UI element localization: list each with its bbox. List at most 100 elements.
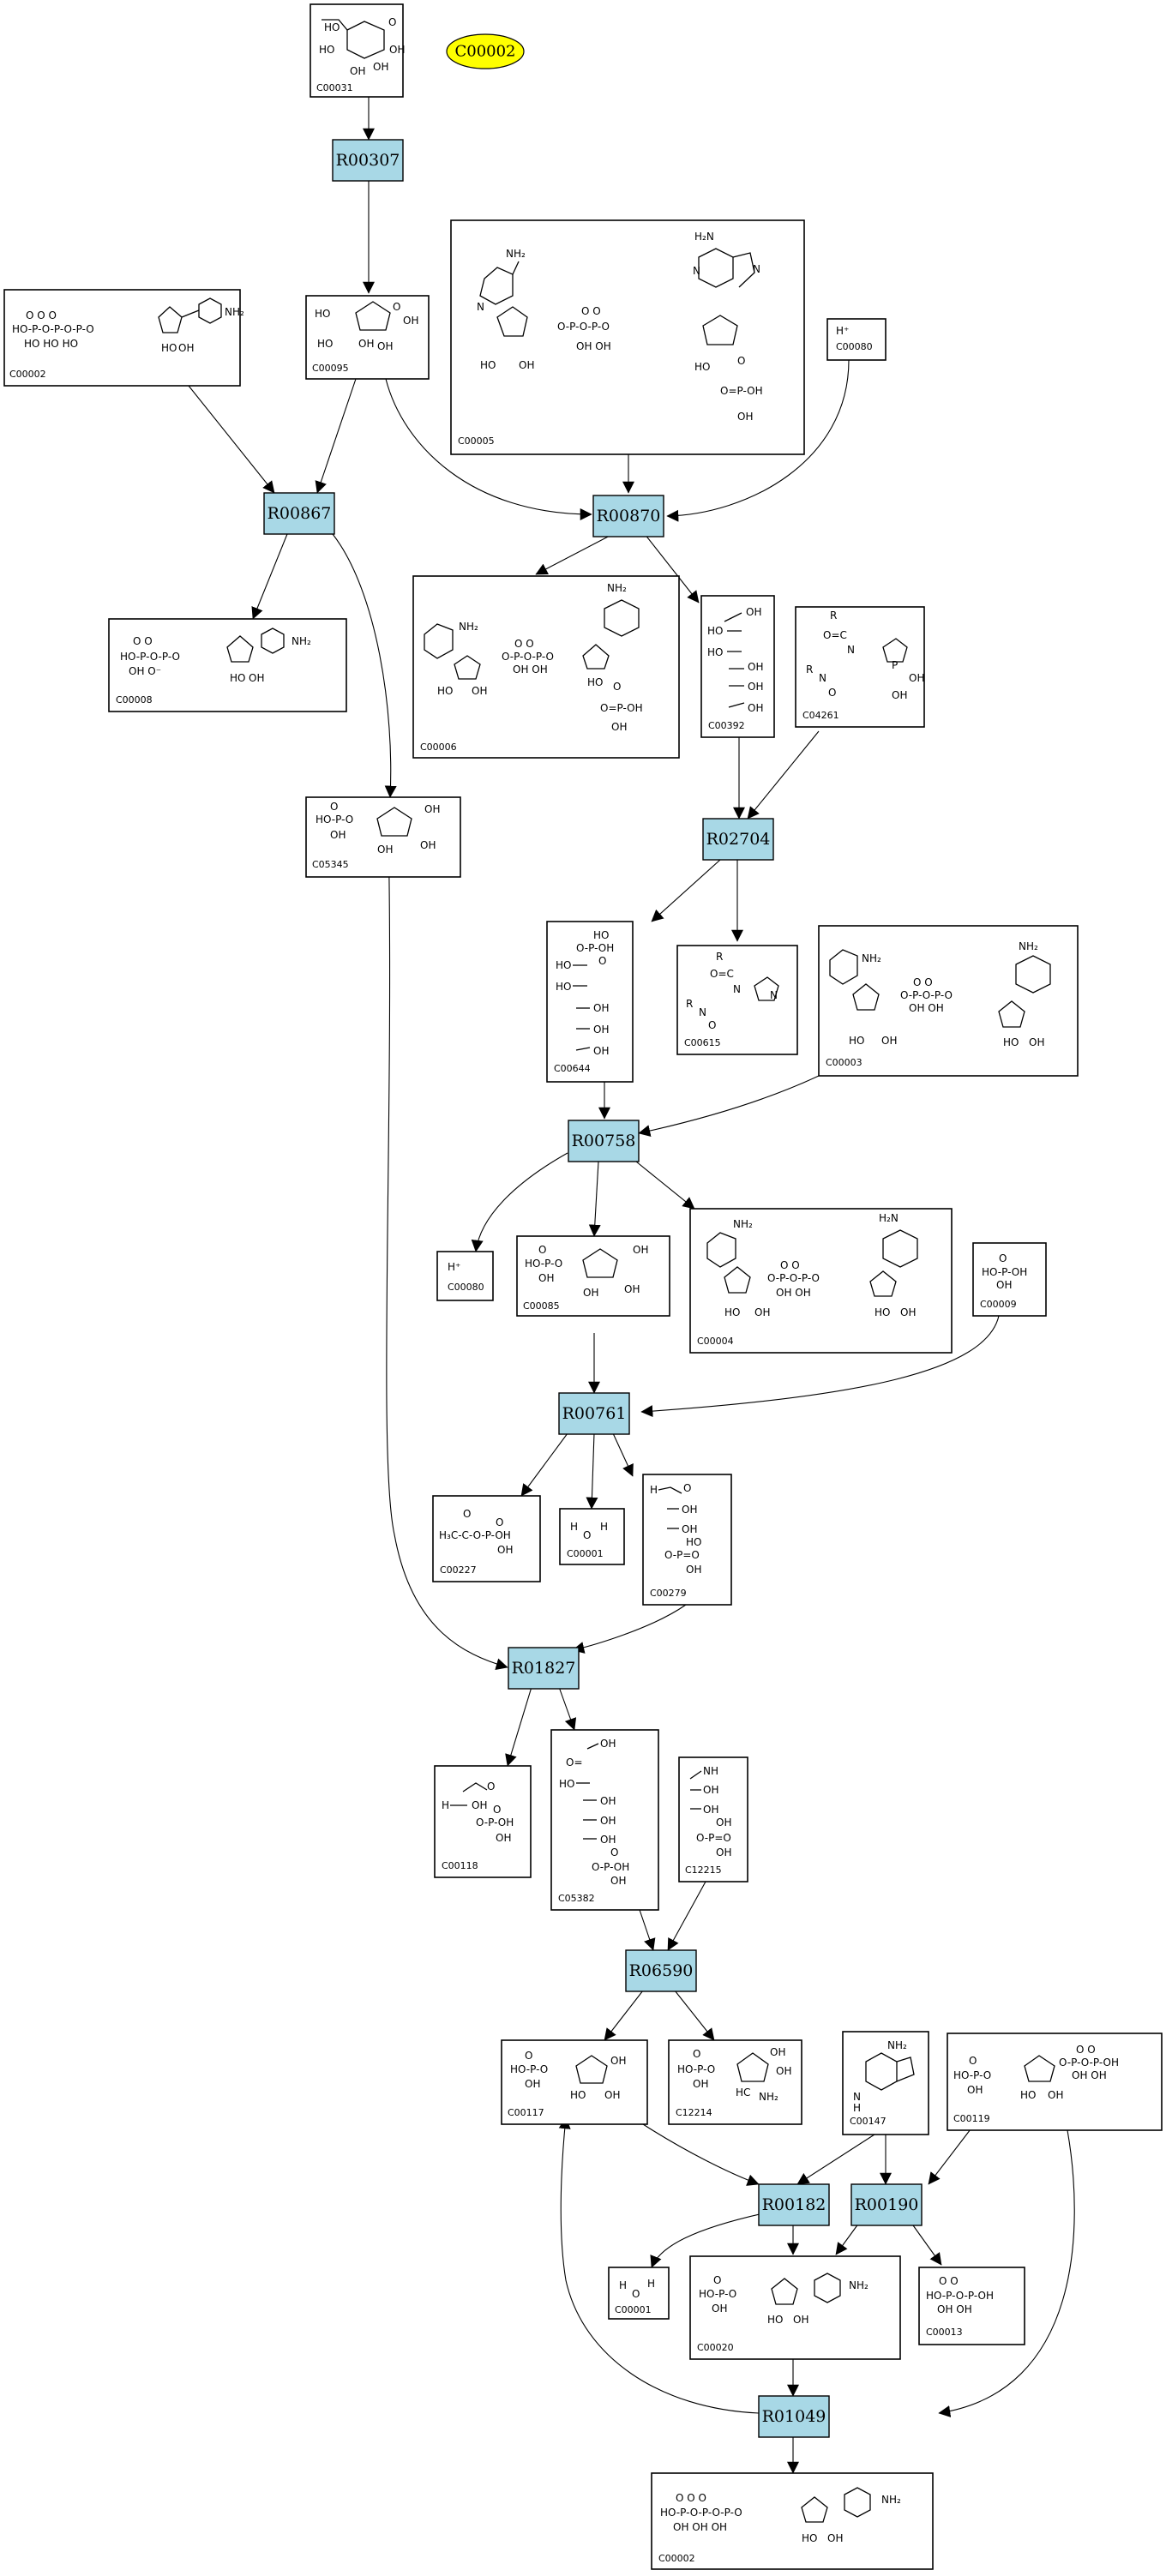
compound-id: C00020 (697, 2342, 734, 2353)
reaction-node[interactable]: R00190 (850, 2183, 923, 2226)
reaction-node[interactable]: R00867 (263, 492, 335, 535)
compound-node[interactable]: NH₂ O-P-O-P-O O O OH OH NH₂ HO OH HO O O… (412, 575, 680, 759)
reaction-node[interactable]: R00761 (558, 1392, 630, 1435)
svg-text:NH₂: NH₂ (225, 306, 244, 318)
svg-text:HO: HO (317, 338, 333, 350)
reaction-node[interactable]: R01827 (508, 1647, 580, 1690)
svg-text:OH OH: OH OH (513, 664, 548, 676)
compound-node[interactable]: HO-P-O O OH OH OH OH C00085 (516, 1235, 670, 1317)
reaction-node[interactable]: R00182 (758, 2183, 830, 2226)
svg-text:OH: OH (716, 1816, 731, 1828)
svg-text:N: N (733, 983, 741, 995)
svg-text:HO: HO (556, 981, 571, 993)
svg-text:N: N (847, 644, 855, 656)
compound-node[interactable]: NH₂ N O-P-O-P-O O O OH OH HO OH H₂N N N … (450, 219, 805, 455)
structure: NH₂ N H (853, 2039, 915, 2114)
reaction-node[interactable]: R00870 (592, 495, 664, 537)
compound-node[interactable]: H⁺ C00080 (436, 1251, 494, 1301)
svg-text:P: P (892, 659, 898, 671)
compound-node[interactable]: O HO-P-O OH OH OH HC NH₂ C12214 (668, 2039, 802, 2125)
svg-text:HO: HO (874, 1306, 890, 1318)
compound-node[interactable]: O O HO-P-O-P-OH OH OH C00013 (918, 2267, 1025, 2345)
compound-node[interactable]: HO O OH HO OH OH C00095 (305, 295, 430, 380)
compound-node[interactable]: H O OH OH HO O-P=O OH C00279 (642, 1474, 732, 1606)
edge (638, 1075, 820, 1138)
compound-node[interactable]: H O H C00001 (608, 2267, 670, 2320)
compound-node[interactable]: HO-P-O-P-O-P-O O O O HO HO HO NH₂ HO OH … (3, 289, 244, 387)
highlight-compound[interactable]: C00002 (446, 33, 525, 69)
svg-text:R00870: R00870 (597, 507, 661, 525)
svg-text:OH: OH (358, 338, 374, 350)
svg-text:R00758: R00758 (572, 1132, 636, 1150)
svg-text:HO: HO (802, 2532, 817, 2544)
svg-text:H₂N: H₂N (694, 231, 714, 243)
compound-node[interactable]: O HO-P-OH OH C00009 (972, 1242, 1047, 1317)
compound-node[interactable]: NH OH OH OH O-P=O OH C12215 (678, 1756, 748, 1882)
svg-text:HO: HO (230, 672, 245, 684)
compound-node[interactable]: H O H C00001 (559, 1508, 625, 1565)
structure: HO-P-O-P-O-P-O O O O HO HO HO NH₂ HO OH (12, 297, 244, 354)
structure: O H OH O O-P-OH OH (442, 1780, 514, 1844)
compound-node[interactable]: HO-P-O-P-O O O OH O⁻ NH₂ HO OH C00008 (108, 618, 347, 712)
svg-text:NH₂: NH₂ (887, 2039, 907, 2051)
compound-id: C00147 (850, 2116, 887, 2127)
reaction-node[interactable]: R02704 (702, 818, 774, 861)
compound-node[interactable]: H⁺ C00080 (826, 318, 887, 361)
compound-node[interactable]: HO-P-O O OH OH OH OH C05345 (305, 796, 461, 878)
compound-id: C00008 (116, 694, 153, 706)
svg-text:NH₂: NH₂ (607, 582, 627, 594)
edge (667, 1881, 706, 1951)
compound-node[interactable]: OH HO HO OH OH OH C00392 (700, 595, 775, 738)
compound-node[interactable]: HO O OH HO OH OH C00031 (310, 3, 405, 98)
compound-id: C00227 (440, 1564, 477, 1576)
svg-text:OH: OH (900, 1306, 916, 1318)
compound-node[interactable]: R O=C N R N O N C00615 (676, 945, 798, 1055)
svg-text:OH: OH (538, 1272, 554, 1284)
compound-node[interactable]: HO-P-O O OH O-P-O-P-OH O O OH OH HO OH C… (947, 2033, 1163, 2131)
svg-text:HO: HO (694, 361, 710, 373)
edge (644, 533, 700, 603)
svg-text:OH: OH (389, 44, 405, 56)
svg-text:OH: OH (770, 2046, 785, 2058)
compound-node[interactable]: NH₂ O-P-O-P-O O O OH OH NH₂ HO OH HO OH … (818, 925, 1079, 1077)
svg-text:OH: OH (420, 839, 436, 851)
compound-id: C00392 (708, 720, 745, 731)
compound-id: C00085 (523, 1300, 560, 1312)
edge (505, 1686, 532, 1767)
svg-text:HO-P-O: HO-P-O (510, 2063, 548, 2075)
reaction-node[interactable]: R00758 (568, 1120, 640, 1162)
svg-text:HO: HO (319, 44, 334, 56)
edge (674, 1990, 715, 2041)
compound-id: C00005 (458, 435, 495, 447)
svg-text:R02704: R02704 (706, 830, 771, 849)
compound-node[interactable]: HO-P-O O OH OH HO OH C00117 (501, 2039, 648, 2125)
compound-node[interactable]: HO O-P-OH O HO HO OH OH OH C00644 (546, 921, 634, 1083)
compound-node[interactable]: R O=C N R N O P OH OH C04261 (795, 606, 925, 728)
compound-node[interactable]: HO-P-O O OH NH₂ HO OH C00020 (689, 2255, 901, 2360)
svg-text:OH: OH (748, 661, 763, 673)
compound-node[interactable]: HO-P-O-P-O-P-O O O O OH OH OH NH₂ HO OH … (651, 2472, 934, 2570)
edge (796, 2134, 875, 2185)
svg-text:H: H (650, 1484, 658, 1496)
compound-node[interactable]: OH O= HO OH OH OH O O-P-OH OH C05382 (550, 1729, 659, 1911)
svg-text:HO-P-OH: HO-P-OH (982, 1266, 1027, 1278)
reaction-node[interactable]: R06590 (625, 1949, 697, 1992)
svg-text:R: R (830, 609, 837, 621)
compound-node[interactable]: NH₂ N H C00147 (842, 2031, 929, 2135)
svg-text:R00867: R00867 (267, 504, 332, 523)
svg-text:O O: O O (780, 1259, 800, 1271)
svg-text:O: O (496, 1516, 503, 1528)
svg-text:O-P-O-P-OH: O-P-O-P-OH (1059, 2057, 1119, 2069)
reaction-node[interactable]: R01049 (758, 2395, 830, 2438)
reaction-node[interactable]: R00307 (332, 139, 404, 182)
svg-text:HO: HO (587, 676, 603, 688)
compound-id: C00031 (316, 82, 353, 93)
compound-node[interactable]: O H OH O O-P-OH OH C00118 (434, 1765, 532, 1878)
edge (315, 378, 357, 494)
compound-node[interactable]: O H₃C-C-O-P-OH O OH C00227 (432, 1495, 541, 1582)
svg-text:O O O: O O O (676, 2492, 706, 2504)
structure: HO O OH HO OH OH (319, 16, 405, 77)
compound-node[interactable]: NH₂ O-P-O-P-O O O OH OH H₂N HO OH HO OH … (689, 1208, 953, 1354)
svg-text:O-P=O: O-P=O (696, 1832, 731, 1844)
svg-text:OH: OH (600, 1738, 616, 1750)
